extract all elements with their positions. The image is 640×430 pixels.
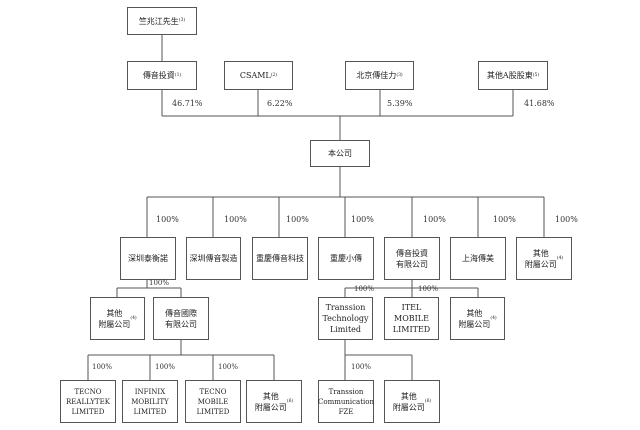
company-label: 本公司 [328,149,352,158]
subsidiary-box: Transsion Technology Limited [318,297,373,340]
ownership-pct: 6.22% [267,99,293,108]
subsidiary-box: 其他 附屬公司(4) [516,237,572,280]
subsidiary-label: 其他 附屬公司 [254,391,287,412]
subsidiary-label: 傳音投資 有限公司 [396,248,428,269]
founder-label: 竺兆江先生 [138,16,179,26]
subsidiary-label: 深圳傳音製造 [189,254,238,263]
shareholder-box: 其他A股股東(5) [478,61,548,90]
subsidiary-box: 重慶傳音科技 [252,237,308,280]
subsidiary-label: 重慶傳音科技 [256,254,304,263]
ownership-pct: 100% [224,215,247,224]
footnote: (1) [174,72,182,78]
subsidiary-box: 其他 附屬公司(4) [450,297,505,340]
shareholder-label: 其他A股股東 [486,71,533,80]
ownership-pct: 100% [418,285,439,293]
subsidiary-box: 傳音國際 有限公司 [153,297,209,340]
subsidiary-box: 其他 附屬公司(6) [246,380,302,423]
subsidiary-box: INFINIX MOBILITY LIMITED [122,380,178,423]
ownership-pct: 100% [555,215,578,224]
subsidiary-label: 其他 附屬公司 [98,308,131,329]
ownership-pct: 100% [92,363,113,371]
footnote: (4) [130,315,137,321]
footnote: (3) [396,72,403,78]
subsidiary-box: TECNO REALLYTEK LIMITED [60,380,116,423]
subsidiary-box: 重慶小傳 [318,237,374,280]
ownership-pct: 100% [351,363,372,371]
ownership-pct: 41.68% [524,99,555,108]
company-box: 本公司 [310,140,370,167]
shareholder-box: CSAML(2) [224,61,293,90]
footnote: (4) [556,255,564,261]
subsidiary-box: Transsion Communication FZE [318,380,374,423]
subsidiary-box: ITEL MOBILE LIMITED [384,297,439,340]
subsidiary-label: TECNO REALLYTEK LIMITED [66,387,110,416]
subsidiary-box: 其他 附屬公司(6) [384,380,440,423]
ownership-pct: 46.71% [172,99,203,108]
ownership-pct: 100% [156,215,179,224]
founder-box: 竺兆江先生(3) [127,7,197,35]
subsidiary-label: Transsion Communication FZE [318,387,374,416]
ownership-pct: 100% [149,279,170,287]
subsidiary-label: 傳音國際 有限公司 [165,308,197,329]
shareholder-label: 傳音投資 [142,71,175,80]
ownership-pct: 100% [493,215,516,224]
subsidiary-box: 其他 附屬公司(4) [90,297,145,340]
footnote: (4) [490,315,497,321]
subsidiary-box: 傳音投資 有限公司 [384,237,440,280]
subsidiary-box: TECNO MOBILE LIMITED [185,380,241,423]
subsidiary-label: TECNO MOBILE LIMITED [196,387,230,416]
ownership-pct: 5.39% [387,99,413,108]
footnote: (6) [424,398,432,404]
shareholder-label: 北京傳佳力 [356,71,397,80]
ownership-pct: 100% [351,215,374,224]
subsidiary-label: 其他 附屬公司 [524,248,557,269]
footnote: (3) [178,18,186,23]
shareholder-box: 北京傳佳力(3) [345,61,414,90]
subsidiary-box: 深圳泰衡諾 [120,237,176,280]
subsidiary-label: ITEL MOBILE LIMITED [392,303,431,334]
subsidiary-label: 其他 附屬公司 [392,391,425,412]
ownership-pct: 100% [423,215,446,224]
ownership-pct: 100% [286,215,309,224]
ownership-pct: 100% [218,363,239,371]
subsidiary-label: INFINIX MOBILITY LIMITED [131,387,169,416]
subsidiary-label: 深圳泰衡諾 [128,254,168,263]
shareholder-box: 傳音投資(1) [127,61,197,90]
subsidiary-box: 上海傳美 [450,237,506,280]
footnote: (5) [532,72,540,78]
subsidiary-label: 上海傳美 [462,254,494,263]
shareholder-label: CSAML [239,71,271,80]
footnote: (2) [270,72,278,78]
subsidiary-label: 重慶小傳 [330,254,362,263]
subsidiary-label: 其他 附屬公司 [458,308,491,329]
subsidiary-label: Transsion Technology Limited [322,303,369,334]
subsidiary-box: 深圳傳音製造 [186,237,241,280]
ownership-pct: 100% [354,285,375,293]
ownership-pct: 100% [155,363,176,371]
footnote: (6) [286,398,294,404]
